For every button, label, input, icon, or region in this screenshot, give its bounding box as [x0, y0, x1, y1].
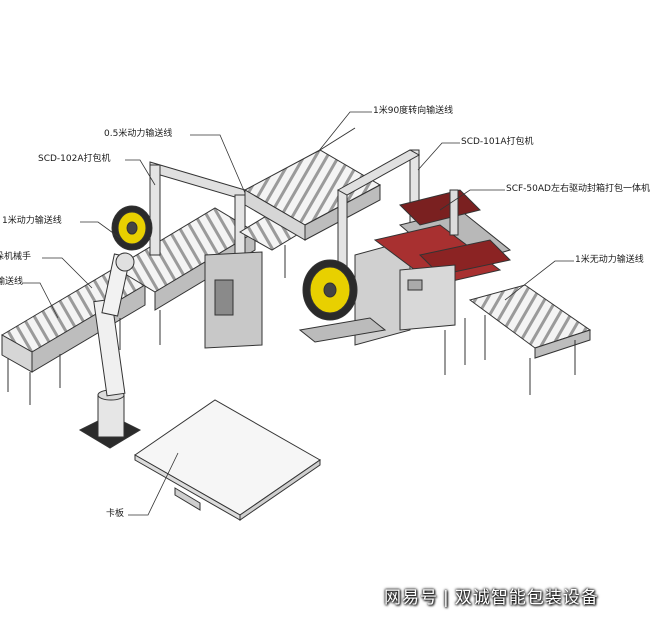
- unpowered-conveyor: [468, 284, 592, 395]
- watermark-separator: |: [443, 588, 450, 608]
- scd102a-strapper: [111, 161, 263, 349]
- watermark: 网易号|双诚智能包装设备: [384, 583, 599, 608]
- label-scf50ad: SCF-50AD左右驱动封箱打包一体机: [506, 184, 650, 194]
- label-robot-arm: 码垛机械手: [0, 252, 32, 262]
- palletizing-robot: [78, 252, 142, 449]
- label-left-conveyor: 输送线: [0, 277, 24, 287]
- label-scd101a: SCD-101A打包机: [461, 137, 534, 147]
- watermark-brand: 网易号: [384, 588, 438, 608]
- label-turn-conveyor: 1米90度转向输送线: [373, 106, 454, 116]
- watermark-company: 双诚智能包装设备: [454, 588, 599, 608]
- label-one-m-unpowered-conveyor: 1米无动力输送线: [575, 255, 644, 265]
- scf50ad-sealer: [373, 189, 512, 375]
- pallet-board: [134, 399, 321, 521]
- label-one-m-power-conveyor: 1米动力输送线: [2, 216, 62, 226]
- label-pallet: 卡板: [106, 509, 125, 519]
- leader-lines: [22, 111, 574, 516]
- scd101a-strapper: [298, 149, 421, 346]
- label-half-power-conveyor: 0.5米动力输送线: [104, 129, 173, 139]
- label-scd102a: SCD-102A打包机: [38, 154, 111, 164]
